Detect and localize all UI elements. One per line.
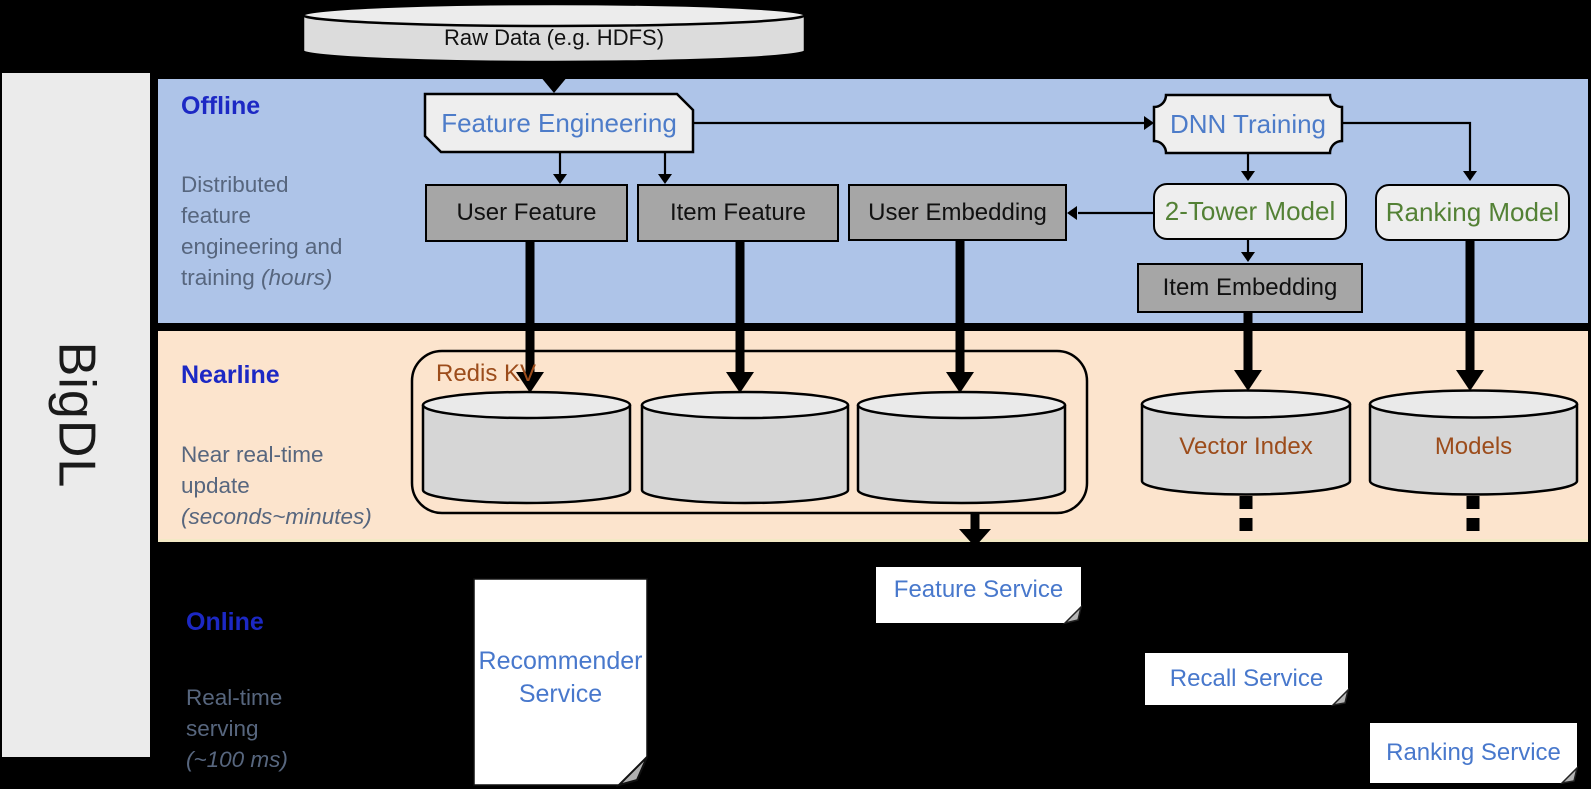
arrow-two-tower-to-user-embedding — [1067, 206, 1153, 220]
user-embedding-label: User Embedding — [868, 198, 1047, 226]
bigdl-sidebar: BigDL — [2, 73, 150, 757]
redis-cylinder-1 — [421, 390, 632, 505]
arrow-ranking-model-to-models — [1456, 241, 1484, 391]
two-tower-model-label: 2-Tower Model — [1164, 196, 1336, 226]
two-tower-model-box: 2-Tower Model — [1153, 183, 1347, 240]
item-embedding-label: Item Embedding — [1162, 274, 1338, 301]
item-embedding-box: Item Embedding — [1137, 263, 1363, 313]
raw-data-cylinder — [301, 2, 807, 64]
feature-service-label: Feature Service — [893, 576, 1064, 603]
redis-kv-container — [410, 349, 1089, 515]
offline-desc: Distributed feature engineering and trai… — [181, 172, 343, 290]
arrow-fe-to-item-feature — [658, 152, 672, 184]
feature-engineering-label: Feature Engineering — [441, 107, 677, 138]
recommender-service-label: Recommender Service — [478, 647, 643, 708]
feature-engineering-shape — [423, 92, 695, 154]
recall-service-label: Recall Service — [1169, 665, 1324, 692]
vector-index-cylinder — [1140, 389, 1352, 496]
user-feature-label: User Feature — [456, 199, 597, 226]
arrow-fe-to-dnn-training — [693, 116, 1154, 130]
arrow-two-tower-to-item-embedding — [1241, 240, 1255, 262]
arrow-rawdata-to-feature-engineering — [540, 63, 568, 93]
ranking-service-doc — [1370, 723, 1579, 785]
recall-service-doc — [1145, 653, 1350, 707]
item-feature-box: Item Feature — [637, 184, 839, 242]
user-feature-box: User Feature — [425, 184, 628, 242]
arrow-item-embedding-to-vector-index — [1234, 313, 1262, 391]
nearline-desc: Near real-time update (seconds~minutes) — [181, 442, 372, 529]
models-label: Models — [1434, 433, 1513, 460]
arrow-redis-to-feature-service — [959, 513, 991, 547]
raw-data-label: Raw Data (e.g. HDFS) — [443, 25, 665, 50]
arrow-fe-to-user-feature — [553, 152, 567, 184]
redis-cylinder-2 — [640, 390, 850, 505]
nearline-title: Nearline — [181, 361, 280, 389]
vector-index-label: Vector Index — [1179, 433, 1313, 460]
redis-cylinder-3 — [856, 390, 1067, 505]
online-desc: Real-time serving (~100 ms) — [186, 685, 288, 772]
item-feature-label: Item Feature — [669, 199, 807, 226]
feature-service-doc — [876, 567, 1083, 625]
online-title: Online — [186, 608, 264, 636]
dnn-training-label: DNN Training — [1169, 108, 1327, 139]
arrow-dnn-to-ranking-model — [1342, 121, 1477, 181]
models-cylinder — [1368, 389, 1579, 496]
ranking-model-box: Ranking Model — [1375, 184, 1570, 241]
ranking-service-label: Ranking Service — [1386, 739, 1561, 766]
arrow-item-feature-to-redis — [726, 242, 754, 393]
dnn-training-shape — [1152, 93, 1344, 155]
arrow-user-embedding-to-redis — [946, 241, 974, 393]
ranking-model-label: Ranking Model — [1385, 197, 1560, 227]
arrow-dnn-to-two-tower — [1241, 153, 1255, 181]
user-embedding-box: User Embedding — [848, 184, 1067, 241]
recommender-service-doc — [473, 578, 648, 787]
redis-kv-label: Redis KV — [436, 360, 537, 387]
offline-title: Offline — [181, 92, 261, 120]
